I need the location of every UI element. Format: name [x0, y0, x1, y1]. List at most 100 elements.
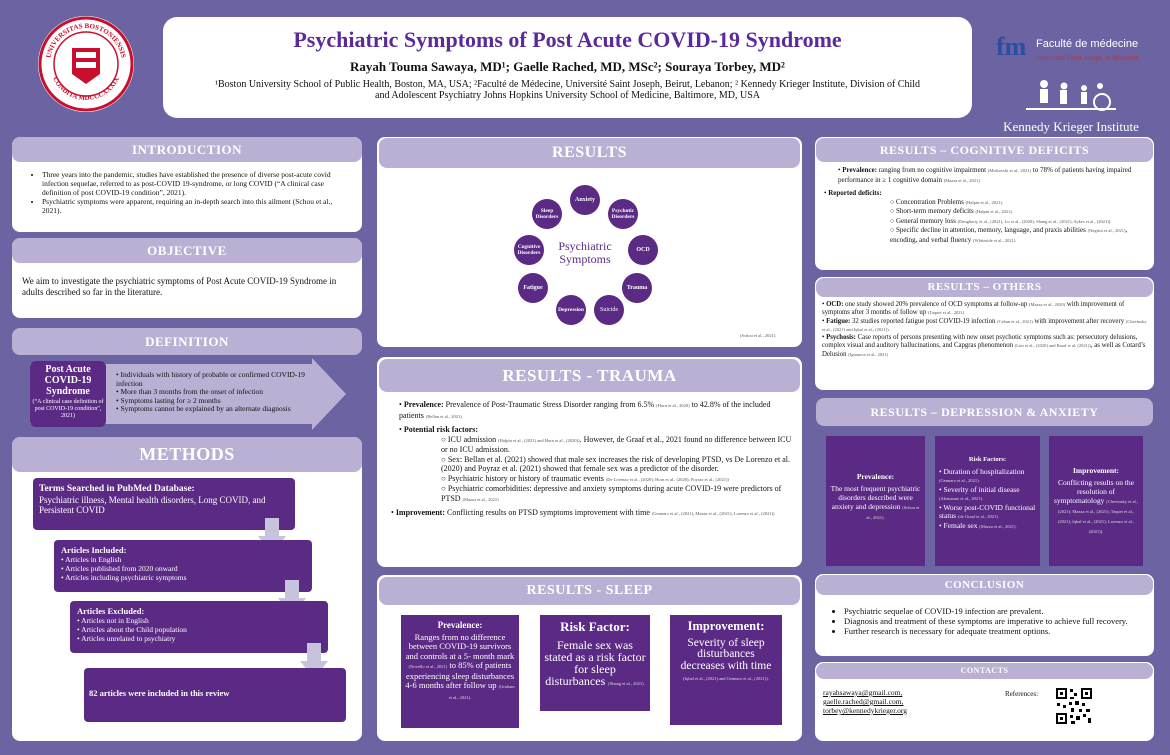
others-content: • OCD: one study showed 20% prevalence o… [822, 301, 1148, 359]
depression-risk-item: • Female sex (Mazza et al., 2021). [939, 520, 1017, 530]
introduction-list: Three years into the pandemic, studies h… [22, 170, 352, 215]
kki-logo-text: Kennedy Krieger Institute [1003, 119, 1139, 134]
others-psychosis: • Psychosis: Case reports of persons pre… [822, 334, 1146, 358]
sleep-prevalence-label: Prevalence: [437, 620, 483, 630]
contacts-heading: CONTACTS [816, 663, 1153, 679]
node-trauma: Trauma [622, 273, 652, 303]
node-fatigue: Fatigue [518, 273, 548, 303]
node-suicide: Suicide [594, 295, 624, 325]
qr-code-icon[interactable] [1055, 687, 1093, 725]
methods-excluded-item: • Articles about the Child population [77, 625, 187, 634]
sleep-improvement-label: Improvement: [687, 619, 765, 633]
depression-improvement-box: Improvement: Conflicting results on the … [1049, 436, 1143, 566]
methods-included-item: • Articles including psychiatric symptom… [61, 573, 187, 582]
cognitive-deficit: ○ Short-term memory deficits (Halpin et … [890, 207, 1013, 215]
cognitive-content: • Prevalence: ranging from no cognitive … [820, 166, 1150, 245]
sleep-risk-label: Risk Factor: [560, 619, 630, 634]
conclusion-list: Psychiatric sequelae of COVID-19 infecti… [826, 606, 1146, 636]
node-cognitive: Cognitive Disorders [514, 235, 544, 265]
node-ocd: OCD [628, 235, 658, 265]
sleep-risk-box: Risk Factor: Female sex was stated as a … [540, 615, 650, 711]
sleep-improvement-box: Improvement: Severity of sleep disturban… [670, 615, 782, 725]
fm-usj-logo: fm Faculté de médecine Université Saint-… [996, 32, 1139, 62]
contact-email[interactable]: rayahsawaya@gmail.com, [823, 688, 903, 697]
authors: Rayah Touma Sawaya, MD¹; Gaelle Rached, … [350, 59, 785, 74]
intro-item: Three years into the pandemic, studies h… [42, 170, 352, 197]
trauma-improvement: • Improvement: Conflicting results on PT… [391, 508, 775, 517]
contacts-emails: rayahsawaya@gmail.com, gaelle.rached@gma… [823, 688, 907, 715]
methods-terms-text: Psychiatric illness, Mental health disor… [39, 495, 266, 515]
depression-improvement-label: Improvement: [1072, 466, 1120, 475]
node-anxiety: Anxiety [570, 185, 600, 215]
others-fatigue: • Fatigue: 32 studies reported fatigue p… [822, 317, 1147, 332]
trauma-risk-item: ○ ICU admission (Halpin et al., (2021) a… [441, 434, 792, 455]
methods-excluded-item: • Articles unrelated to psychiatry [77, 634, 176, 643]
fm-logo-subtext: Université Saint-Joseph de Beyrouth [1036, 54, 1139, 62]
depression-risk-item: • Duration of hospitalization (Gennaro e… [939, 466, 1025, 483]
trauma-risk-item: ○ Psychiatric history or history of trau… [441, 473, 730, 483]
introduction-heading: INTRODUCTION [12, 137, 362, 162]
contact-email[interactable]: gaelle.rached@gmail.com, [823, 697, 904, 706]
trauma-risk-item: ○ Sex: Bellan et al. (2021) showed that … [441, 454, 790, 474]
methods-excluded-item: • Articles not in English [77, 616, 149, 625]
trauma-heading: RESULTS - TRAUMA [379, 359, 800, 392]
methods-included-item: • Articles published from 2020 onward [61, 564, 178, 573]
conclusion-item: Psychiatric sequelae of COVID-19 infecti… [844, 606, 1146, 616]
results-diagram: Psychiatric Symptoms Anxiety Psychotic D… [510, 185, 660, 335]
definition-criterion: • Symptoms lasting for ≥ 2 months [116, 395, 221, 405]
others-ocd: • OCD: one study showed 20% prevalence o… [822, 301, 1125, 317]
conclusion-item: Diagnosis and treatment of these symptom… [844, 616, 1146, 626]
references-label: References: [1005, 690, 1039, 698]
results-heading: RESULTS [379, 138, 800, 168]
cognitive-heading: RESULTS – COGNITIVE DEFICITS [816, 138, 1153, 162]
depression-risk-label: Risk Factors: [968, 456, 1007, 463]
methods-final-box: 82 articles were included in this review [84, 668, 346, 722]
definition-heading: DEFINITION [12, 328, 362, 355]
objective-text: We aim to investigate the psychiatric sy… [22, 276, 337, 297]
definition-term-cite: (“A clinical case definition of post COV… [32, 399, 104, 419]
definition-arrow [30, 358, 346, 430]
definition-criterion: • Symptoms cannot be explained by an alt… [116, 404, 291, 413]
depression-prevalence-box: Prevalence: The most frequent psychiatri… [826, 436, 925, 566]
title-banner: Psychiatric Symptoms of Post Acute COVID… [163, 17, 972, 118]
sleep-heading: RESULTS - SLEEP [379, 577, 800, 605]
sleep-prevalence-text: Ranges from no difference between COVID-… [405, 631, 515, 661]
methods-included-item: • Articles in English [61, 555, 122, 564]
definition-term-title: Post Acute COVID-19 Syndrome [44, 364, 92, 397]
depression-risk-item: • Severity of initial disease (Alemanno … [939, 484, 1020, 501]
intro-item: Psychiatric symptoms were apparent, requ… [42, 197, 352, 215]
depression-improvement-text: Conflicting results on the resolution of… [1053, 478, 1135, 505]
results-cite: (Schou et al., 2021). [740, 333, 777, 338]
conclusion-heading: CONCLUSION [816, 575, 1153, 595]
cognitive-deficit: ○ Concentration Problems (Halpin et al.,… [890, 197, 1004, 206]
contact-email[interactable]: torbey@kennedykrieger.org [823, 706, 908, 715]
trauma-risk-label: • Potential risk factors: [399, 425, 479, 434]
methods-final-text: 82 articles were included in this review [89, 688, 230, 698]
depression-risk-box: Risk Factors: • Duration of hospitalizat… [935, 436, 1040, 566]
definition-criteria-list: • Individuals with history of probable o… [110, 370, 320, 414]
depression-prevalence-text: The most frequent psychiatric disorders … [830, 484, 921, 511]
objective-heading: OBJECTIVE [12, 238, 362, 263]
node-psychotic: Psychotic Disorders [608, 199, 638, 229]
conclusion-item: Further research is necessary for adequa… [844, 626, 1146, 636]
definition-criterion: • More than 3 months from the onset of i… [116, 387, 263, 396]
results-panel [377, 137, 802, 347]
sleep-improvement-text: Severity of sleep disturbances decreases… [680, 636, 772, 672]
definition-term-box: Post Acute COVID-19 Syndrome (“A clinica… [30, 361, 106, 427]
depression-risk-item: • Worse post-COVID functional status (de… [939, 502, 1036, 520]
trauma-prevalence: • Prevalence: Prevalence of Post-Traumat… [399, 400, 771, 420]
methods-heading: METHODS [12, 437, 362, 472]
depression-heading: RESULTS – DEPRESSION & ANXIETY [816, 398, 1153, 426]
node-depression: Depression [556, 295, 586, 325]
methods-included-box: Articles Included: • Articles in English… [54, 540, 312, 592]
fm-logo-text: Faculté de médecine [1036, 38, 1139, 50]
methods-excluded-box: Articles Excluded: • Articles not in Eng… [70, 601, 328, 653]
cognitive-deficit: ○ Specific decline in attention, memory,… [890, 226, 1128, 244]
node-sleep: Sleep Disorders [532, 199, 562, 229]
affiliations-line-1: ¹Boston University School of Public Heal… [214, 79, 920, 90]
university-seal-logo: UNIVERSITAS BOSTONIENSIS CONDITA MDCCCXX… [36, 14, 136, 114]
trauma-content: • Prevalence: Prevalence of Post-Traumat… [387, 400, 797, 519]
cognitive-deficits-label: • Reported deficits: [824, 189, 882, 197]
cognitive-deficit: ○ General memory loss (Daugherty et al.,… [890, 216, 1112, 225]
sleep-prevalence-box: Prevalence: Ranges from no difference be… [401, 615, 519, 728]
